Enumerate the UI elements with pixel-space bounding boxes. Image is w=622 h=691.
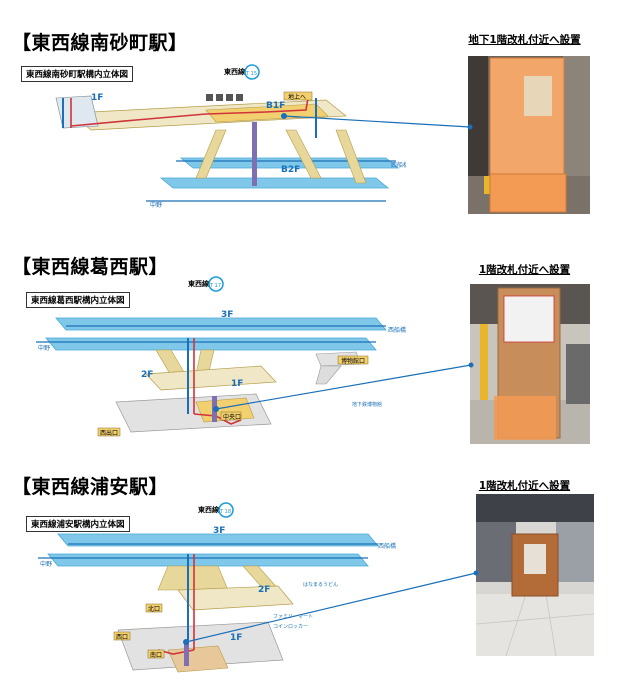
side-note: コインロッカー [273, 624, 308, 630]
install-photo [476, 494, 594, 656]
exit-label: 西口 [116, 634, 128, 641]
floor-label: 2F [258, 585, 270, 595]
station-number-icon [244, 64, 260, 80]
floor-label: B2F [281, 165, 300, 175]
floor-label: 2F [141, 370, 153, 380]
station-3d-map: 地上へ 1F B1F B2F 西船橋 中野 東西線 T 15 [55, 64, 406, 209]
station-number-icon [218, 502, 234, 518]
direction-east: 西船橋 [391, 161, 406, 169]
station-section-urayasu: 【東西線浦安駅】 1階改札付近へ設置 北口 西口 南口 はなまるうどん ファミリ… [0, 460, 622, 691]
station-number-icon [208, 276, 224, 292]
install-photo [470, 284, 590, 444]
photo-caption: 1階改札付近へ設置 [478, 264, 571, 276]
floor-label: 3F [213, 526, 225, 536]
map-label: 東西線葛西駅構内立体図 [26, 292, 130, 308]
exit-label: 地上へ [288, 93, 306, 101]
line-badge: 東西線 [188, 279, 209, 288]
line-badge: 東西線 [198, 505, 219, 514]
station-title: 【東西線葛西駅】 [12, 256, 169, 278]
photo-caption: 1階改札付近へ設置 [478, 480, 571, 492]
floor-label: 1F [91, 93, 103, 103]
floor-label: 1F [230, 633, 242, 643]
floor-label: 3F [221, 310, 233, 320]
direction-east: 西船橋 [388, 326, 406, 334]
exit-label: 中央口 [223, 413, 241, 421]
map-label: 東西線浦安駅構内立体図 [26, 516, 130, 532]
install-photo [468, 56, 590, 214]
station-code: T 17 [209, 283, 221, 289]
side-note: はなまるうどん [303, 581, 338, 588]
direction-west: 中野 [150, 201, 162, 209]
map-label: 東西線南砂町駅構内立体図 [21, 66, 134, 82]
direction-east: 西船橋 [378, 542, 396, 550]
side-note: 地下鉄博物館 [352, 401, 382, 408]
floor-label: 1F [231, 379, 243, 389]
station-title: 【東西線浦安駅】 [12, 476, 169, 498]
direction-west: 中野 [40, 560, 52, 568]
station-section-kasai: 【東西線葛西駅】 1階改札付近へ設置 博物館口 地下鉄博物館 中央口 西出口 [0, 240, 622, 465]
station-code: T 18 [219, 509, 231, 515]
exit-label: 北口 [148, 605, 160, 613]
exit-label: 西出口 [100, 429, 118, 437]
line-badge: 東西線 [224, 67, 245, 76]
side-note: ファミリーマート [273, 614, 313, 620]
station-title: 【東西線南砂町駅】 [12, 32, 188, 54]
floor-label: B1F [266, 101, 285, 111]
direction-west: 中野 [38, 344, 50, 352]
photo-caption: 地下1階改札付近へ設置 [468, 34, 581, 46]
exit-label: 博物館口 [341, 357, 365, 365]
station-code: T 15 [245, 71, 257, 77]
exit-label: 南口 [150, 651, 162, 659]
station-section-minamisunamachi: 【東西線南砂町駅】 地下1階改札付近へ設置 地上へ 1F [0, 0, 622, 225]
